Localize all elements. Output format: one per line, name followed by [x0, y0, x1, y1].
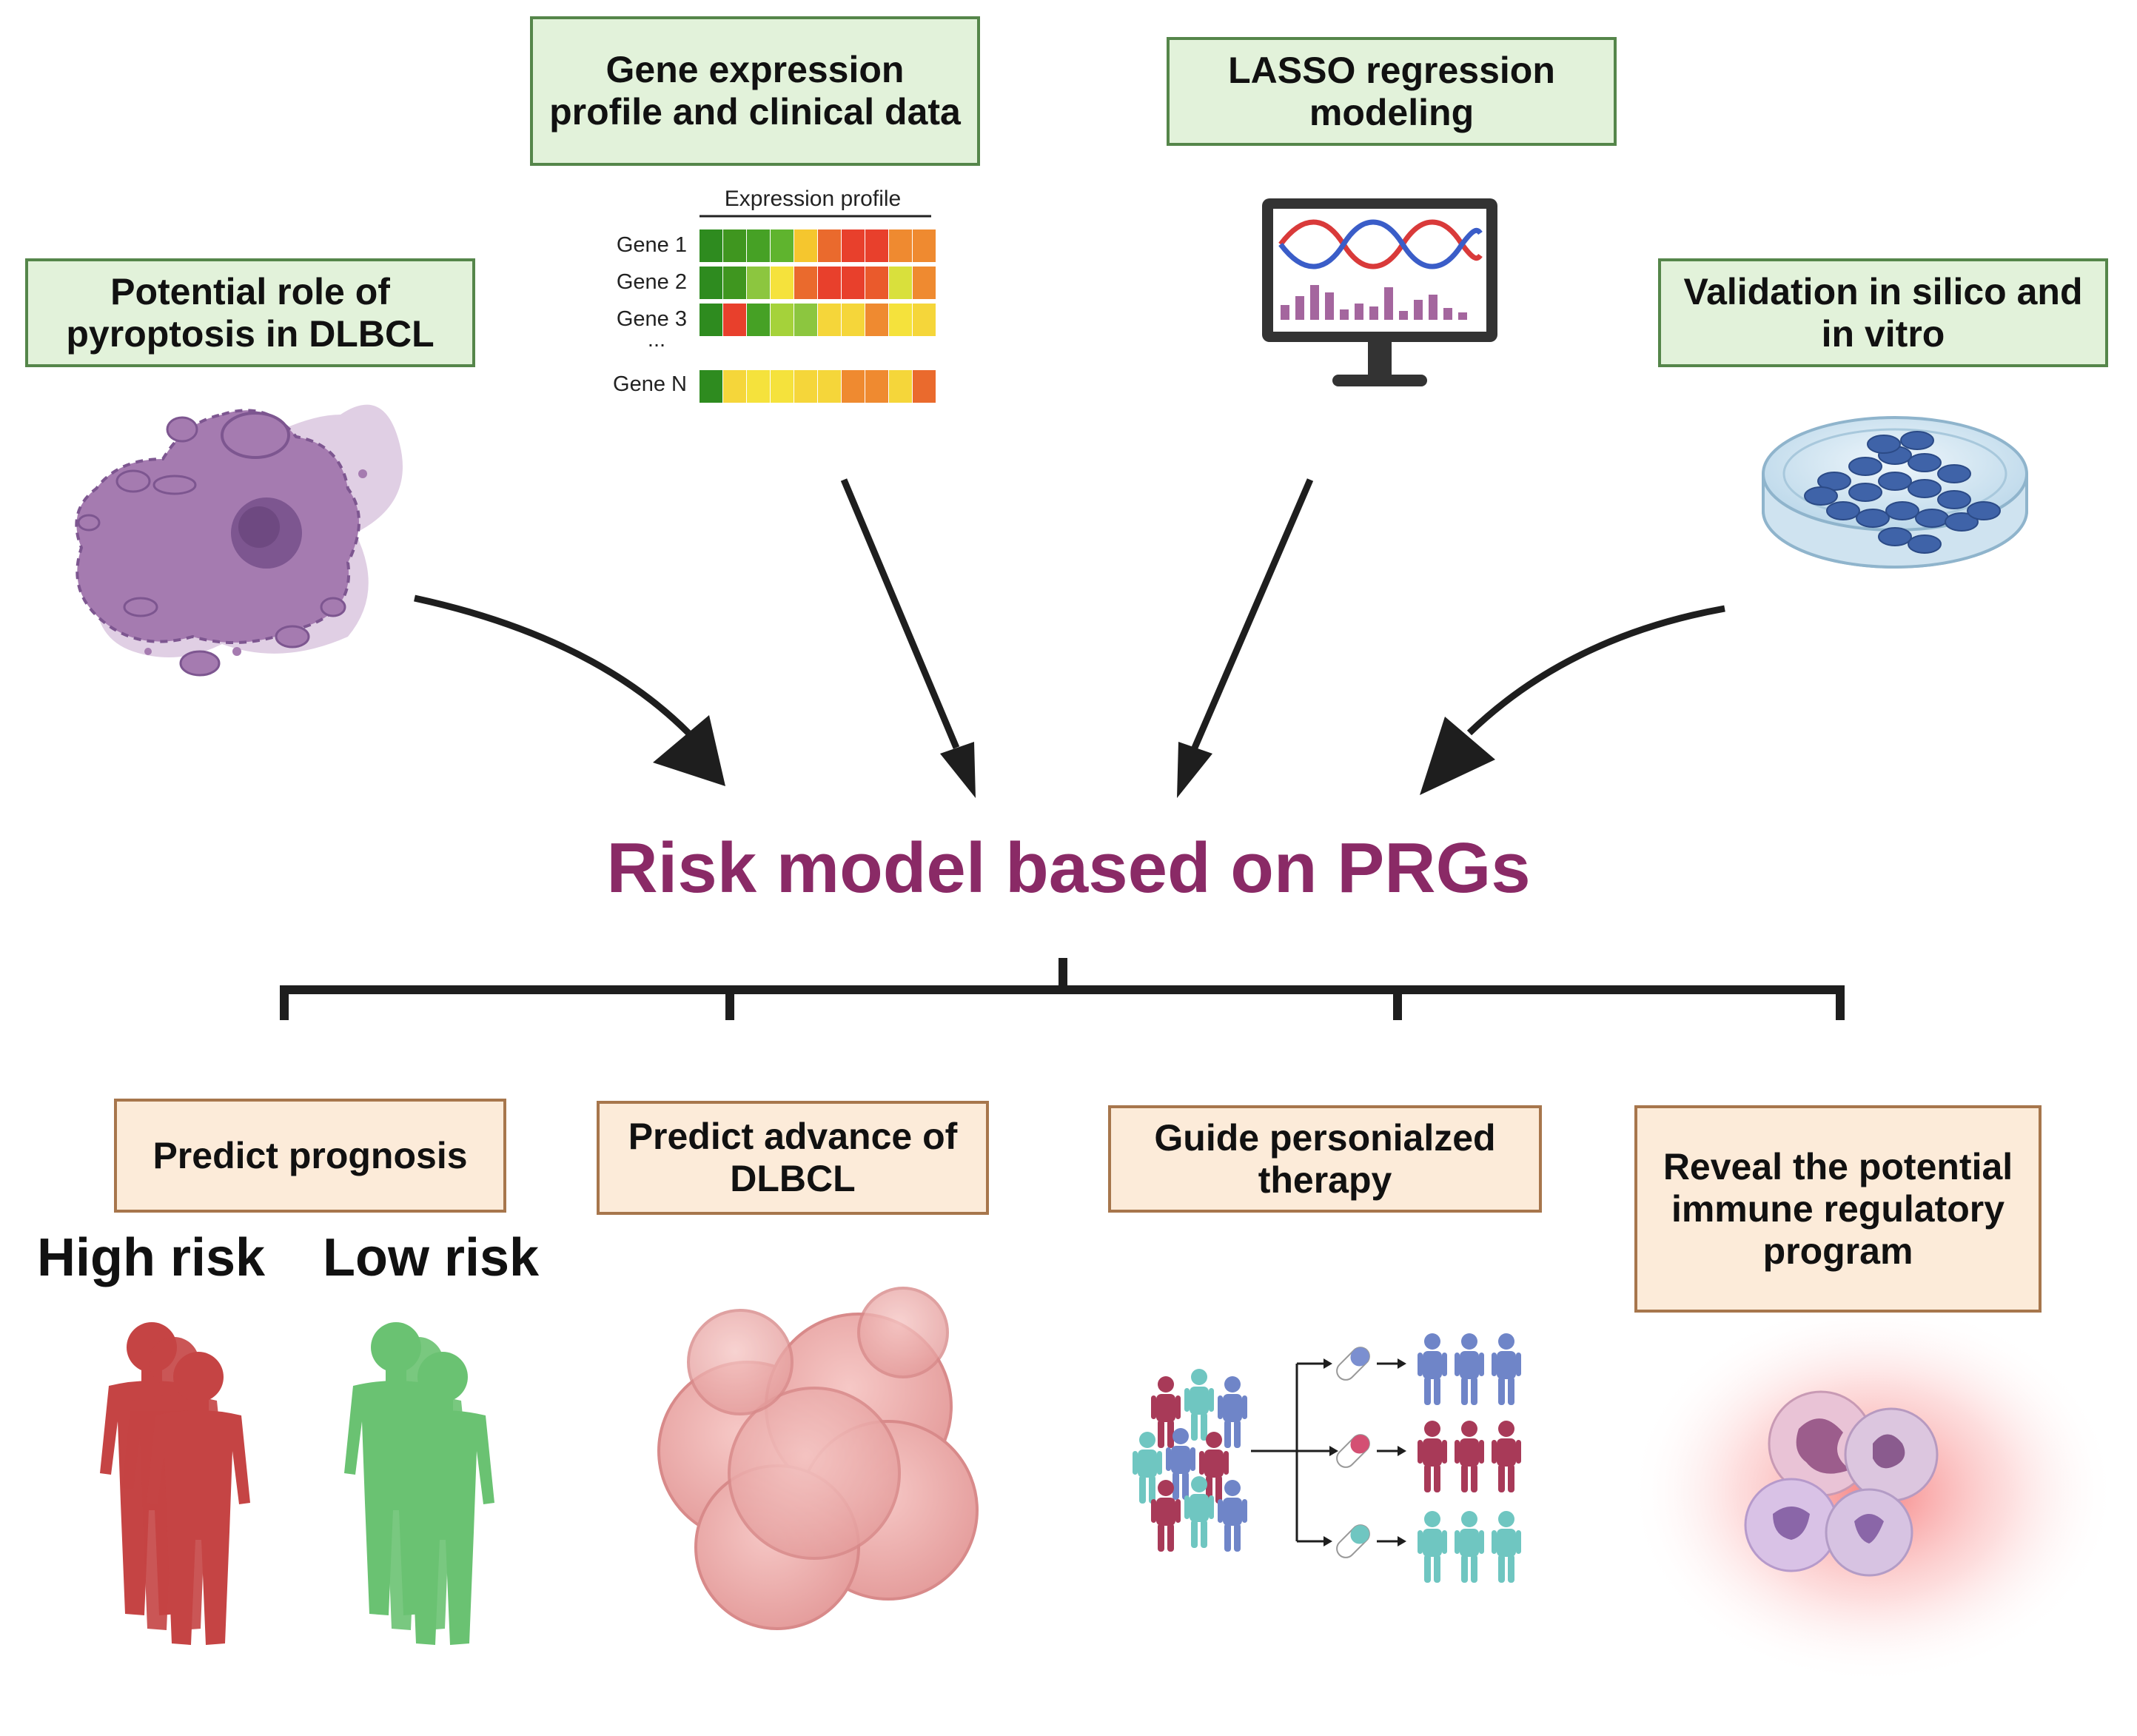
cultured-cell	[1945, 512, 1979, 532]
heatmap-cell	[865, 370, 888, 403]
high-risk-label: High risk	[37, 1228, 266, 1287]
patient-figure	[1492, 1333, 1521, 1405]
heatmap-cell	[842, 370, 865, 403]
flow-arrows	[414, 478, 1725, 798]
heatmap-cell	[865, 229, 888, 262]
heatmap-cell	[794, 304, 817, 336]
cultured-cell	[1908, 479, 1942, 498]
heatmap-cell	[747, 229, 770, 262]
patient-figure	[1218, 1376, 1247, 1448]
cultured-cell	[1915, 509, 1949, 528]
heatmap-cell	[771, 304, 794, 336]
heatmap-cell	[913, 229, 936, 262]
heatmap-cell	[794, 370, 817, 403]
low-risk-label: Low risk	[323, 1228, 540, 1287]
patient-figure	[1455, 1421, 1484, 1492]
heatmap-cell	[889, 304, 912, 336]
cultured-cell	[1848, 483, 1882, 502]
cultured-cell	[1856, 509, 1890, 528]
cultured-cell	[1826, 501, 1860, 520]
heatmap-row-label: Gene 2	[617, 270, 687, 294]
patient-figure	[1418, 1333, 1447, 1405]
cultured-cell	[1908, 534, 1942, 554]
heatmap-row-label: ...	[648, 328, 665, 352]
petri-dish-icon	[1762, 416, 2028, 569]
heatmap-cell	[747, 370, 770, 403]
patient-figure	[1418, 1421, 1447, 1492]
pyroptosis-cell-icon	[75, 404, 403, 677]
heatmap-cell	[842, 304, 865, 336]
input-box-gene-expression: Gene expression profile and clinical dat…	[530, 16, 980, 166]
heatmap-cell	[700, 370, 722, 403]
heatmap-cell	[818, 229, 841, 262]
heatmap-cell	[747, 304, 770, 336]
heatmap-cell	[818, 267, 841, 299]
heatmap-cell	[913, 370, 936, 403]
heatmap-cell	[771, 229, 794, 262]
cultured-cell	[1908, 453, 1942, 472]
heatmap-cell	[700, 304, 722, 336]
input-box-pyroptosis: Potential role of pyroptosis in DLBCL	[25, 258, 475, 367]
output-box-therapy: Guide personialzed therapy	[1108, 1105, 1542, 1213]
heatmap-row-label: Gene 3	[617, 307, 687, 331]
patient-figure	[1492, 1421, 1521, 1492]
heatmap-cell	[771, 370, 794, 403]
monitor-dna-icon	[1262, 198, 1497, 386]
output-box-prognosis: Predict prognosis	[114, 1099, 506, 1213]
heatmap-row-label: Gene 1	[617, 233, 687, 257]
cultured-cell	[1804, 486, 1838, 506]
tumor-cluster-icon	[657, 1287, 979, 1630]
cultured-cell	[1867, 435, 1901, 454]
patient-figure	[1492, 1511, 1521, 1583]
patient-figure	[1184, 1369, 1214, 1441]
cultured-cell	[1937, 464, 1971, 483]
heatmap-cell	[700, 267, 722, 299]
input-box-validation: Validation in silico and in vitro	[1658, 258, 2108, 367]
heatmap-cell	[865, 304, 888, 336]
immune-cells-icon	[1628, 1299, 2117, 1684]
heatmap-cell	[723, 370, 746, 403]
heatmap-cell	[818, 304, 841, 336]
output-box-advance: Predict advance of DLBCL	[597, 1101, 989, 1215]
human-silhouette-icon	[100, 1322, 494, 1645]
patient-figure	[1418, 1511, 1447, 1583]
center-title: Risk model based on PRGs	[606, 828, 1531, 908]
heatmap-cell	[865, 267, 888, 299]
cultured-cell	[1967, 501, 2001, 520]
heatmap-cell	[794, 229, 817, 262]
patient-figure	[1455, 1333, 1484, 1405]
heatmap-cell	[889, 229, 912, 262]
heatmap-cell	[723, 267, 746, 299]
heatmap-cell	[842, 267, 865, 299]
heatmap-cell	[913, 304, 936, 336]
heatmap-cell	[771, 267, 794, 299]
cultured-cell	[1885, 501, 1919, 520]
heatmap-cell	[700, 229, 722, 262]
heatmap-cell	[889, 370, 912, 403]
input-box-lasso: LASSO regression modeling	[1167, 37, 1617, 146]
heatmap-cell	[842, 229, 865, 262]
heatmap-cell	[747, 267, 770, 299]
heatmap-cell	[794, 267, 817, 299]
heatmap-cell	[818, 370, 841, 403]
heatmap-row-label: Gene N	[613, 372, 687, 396]
cultured-cell	[1878, 472, 1912, 491]
heatmap-cell	[913, 267, 936, 299]
cultured-cell	[1937, 490, 1971, 509]
patient-stratification-icon	[1133, 1333, 1521, 1583]
cultured-cell	[1848, 457, 1882, 476]
cultured-cell	[1878, 527, 1912, 546]
output-box-immune: Reveal the potential immune regulatory p…	[1634, 1105, 2042, 1313]
expression-heatmap-icon: Expression profile Gene 1 Gene 2 Gene 3...…	[613, 187, 936, 403]
output-bracket	[280, 958, 1845, 1020]
cultured-cell	[1900, 431, 1934, 450]
heatmap-cell	[723, 304, 746, 336]
heatmap-cell	[723, 229, 746, 262]
heatmap-title: Expression profile	[725, 187, 901, 211]
heatmap-cell	[889, 267, 912, 299]
patient-figure	[1455, 1511, 1484, 1583]
